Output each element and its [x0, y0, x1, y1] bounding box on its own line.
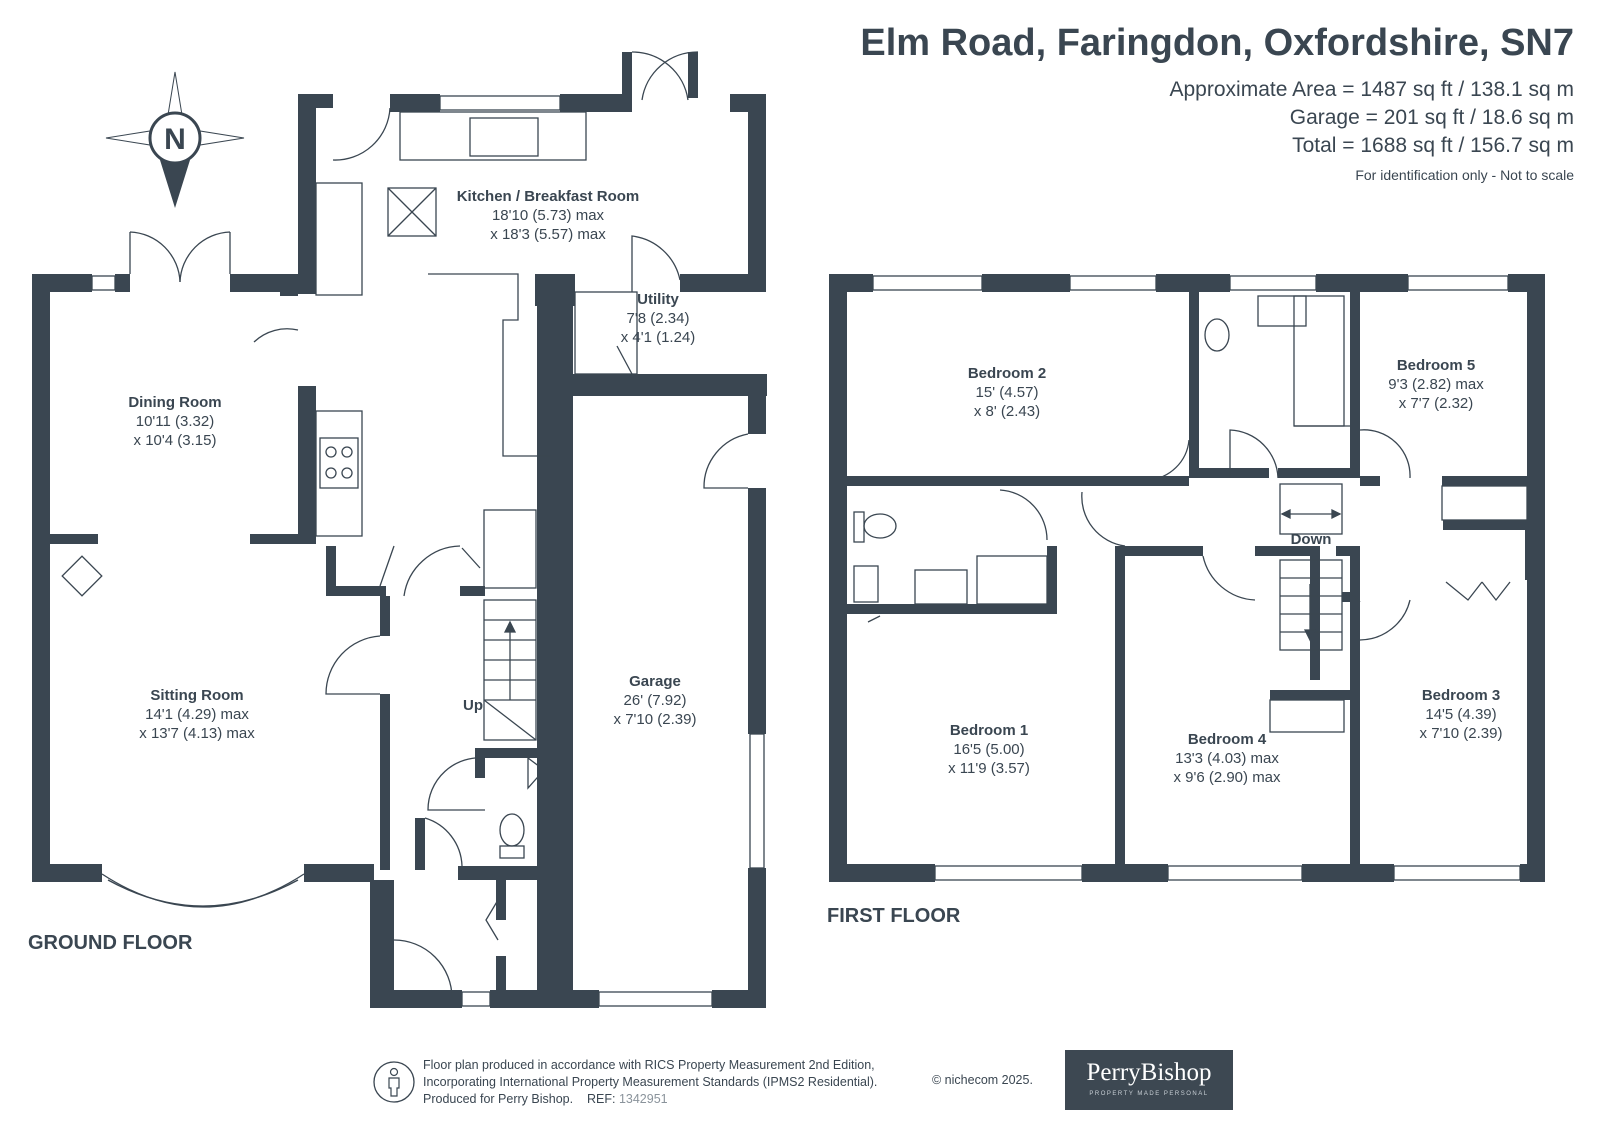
- ipms-person-icon: [373, 1061, 415, 1103]
- bedroom-5-dim1: 9'3 (2.82) max: [1388, 376, 1484, 393]
- sitting-room-name: Sitting Room: [150, 687, 243, 704]
- first-floor-walls: [829, 274, 1545, 882]
- bedroom-2-name: Bedroom 2: [968, 365, 1046, 382]
- garage-room-dim2: x 7'10 (2.39): [614, 711, 697, 728]
- footer-measurement-note: Floor plan produced in accordance with R…: [423, 1057, 877, 1108]
- bedroom-3-dim2: x 7'10 (2.39): [1420, 725, 1503, 742]
- footer-line-3: Produced for Perry Bishop. REF: 1342951: [423, 1091, 877, 1108]
- bedroom-4-dim1: 13'3 (4.03) max: [1175, 750, 1279, 767]
- footer-produced-for: Produced for Perry Bishop.: [423, 1092, 574, 1106]
- dining-room-dim2: x 10'4 (3.15): [134, 432, 217, 449]
- ground-floor-label: GROUND FLOOR: [28, 932, 193, 954]
- logo-brand-text: PerryBishop: [1086, 1059, 1212, 1086]
- dining-room-name: Dining Room: [128, 394, 221, 411]
- logo-tagline-text: PROPERTY MADE PERSONAL: [1089, 1091, 1209, 1097]
- bedroom-2-dim2: x 8' (2.43): [974, 403, 1040, 420]
- bedroom-5-dim2: x 7'7 (2.32): [1399, 395, 1474, 412]
- bedroom-3-dim1: 14'5 (4.39): [1425, 706, 1496, 723]
- property-address-title: Elm Road, Faringdon, Oxfordshire, SN7: [860, 22, 1574, 64]
- total-area-text: Total = 1688 sq ft / 156.7 sq m: [1292, 134, 1574, 157]
- ground-floor-walls: [32, 52, 767, 1008]
- footer-ref-label: REF:: [586, 1092, 616, 1106]
- footer-line-2: Incorporating International Property Mea…: [423, 1075, 878, 1089]
- first-floor-label: FIRST FLOOR: [827, 905, 961, 927]
- room-labels: Kitchen / Breakfast Room 18'10 (5.73) ma…: [128, 188, 1502, 786]
- sitting-room-dim1: 14'1 (4.29) max: [145, 706, 249, 723]
- bedroom-1-name: Bedroom 1: [950, 722, 1028, 739]
- disclaimer-text: For identification only - Not to scale: [1355, 167, 1574, 183]
- dining-room-dim1: 10'11 (3.32): [136, 413, 214, 430]
- copyright-text: © nichecom 2025.: [932, 1073, 1033, 1087]
- bedroom-1-dim1: 16'5 (5.00): [953, 741, 1024, 758]
- stairs-down-label: Down: [1291, 531, 1332, 548]
- utility-room-dim1: 7'8 (2.34): [627, 310, 690, 327]
- footer-ref-value: 1342951: [618, 1092, 668, 1106]
- stairs-up-label: Up: [463, 697, 483, 714]
- bedroom-2-dim1: 15' (4.57): [976, 384, 1039, 401]
- garage-room-dim1: 26' (7.92): [624, 692, 687, 709]
- garage-room-name: Garage: [629, 673, 681, 690]
- kitchen-room-dim2: x 18'3 (5.57) max: [490, 226, 606, 243]
- utility-room-dim2: x 4'1 (1.24): [621, 329, 696, 346]
- garage-area-text: Garage = 201 sq ft / 18.6 sq m: [1289, 106, 1574, 129]
- compass-north-label: N: [164, 123, 186, 156]
- bedroom-5-name: Bedroom 5: [1397, 357, 1475, 374]
- first-floor-details: [853, 275, 1528, 881]
- kitchen-room-dim1: 18'10 (5.73) max: [492, 207, 605, 224]
- perry-bishop-logo: PerryBishop PROPERTY MADE PERSONAL: [1065, 1050, 1233, 1110]
- bedroom-3-name: Bedroom 3: [1422, 687, 1500, 704]
- compass-rose-icon: N: [105, 71, 245, 208]
- kitchen-room-name: Kitchen / Breakfast Room: [457, 188, 640, 205]
- bedroom-4-name: Bedroom 4: [1188, 731, 1267, 748]
- sitting-room-dim2: x 13'7 (4.13) max: [139, 725, 255, 742]
- bedroom-4-dim2: x 9'6 (2.90) max: [1173, 769, 1281, 786]
- footer-line-1: Floor plan produced in accordance with R…: [423, 1058, 875, 1072]
- bedroom-1-dim2: x 11'9 (3.57): [948, 760, 1030, 777]
- utility-room-name: Utility: [637, 291, 679, 308]
- approximate-area-text: Approximate Area = 1487 sq ft / 138.1 sq…: [1169, 78, 1575, 101]
- ground-floor-details: [61, 51, 765, 1007]
